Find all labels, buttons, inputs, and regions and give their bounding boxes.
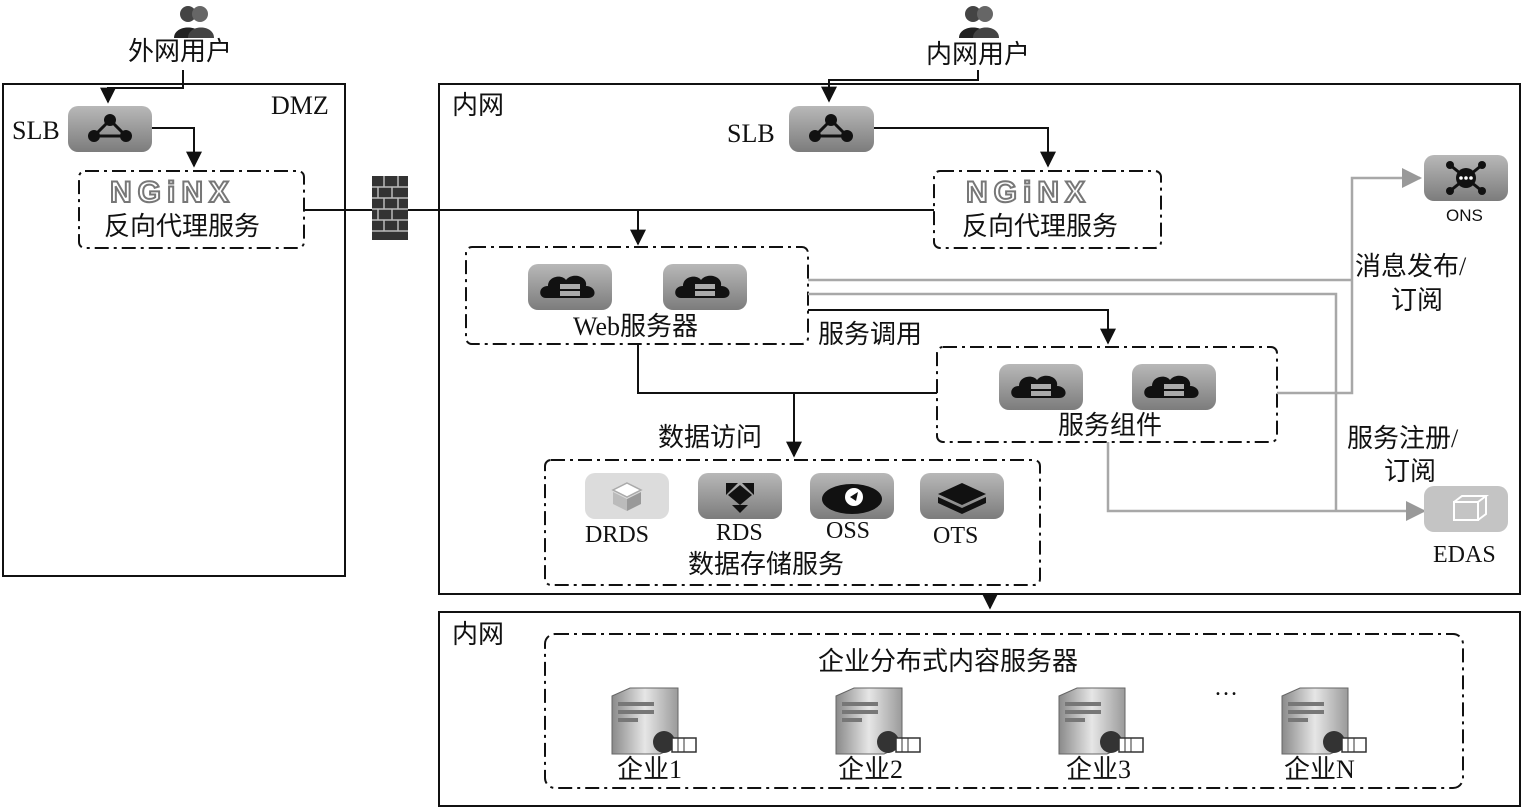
dmz-slb-label: SLB	[12, 116, 60, 145]
drds-label: DRDS	[585, 522, 650, 548]
ellipsis-label: …	[1214, 675, 1238, 701]
oss-label: OSS	[826, 518, 871, 544]
enterprise-group-title: 企业分布式内容服务器	[818, 647, 1079, 676]
int-slb-to-nginx-line	[874, 127, 1056, 168]
web-to-edas-line	[808, 292, 1338, 511]
dmz-slb-icon	[68, 106, 152, 152]
components-to-edas-line	[1106, 442, 1426, 521]
intranet-proxy-label: 反向代理服务	[962, 212, 1119, 241]
dmz-proxy-label: 反向代理服务	[104, 212, 261, 241]
external-user-icon	[174, 6, 214, 38]
edas-icon	[1424, 486, 1508, 532]
edas-label: EDAS	[1433, 542, 1496, 568]
enterprise-3-label: 企业3	[1066, 755, 1132, 784]
service-component-icon-2	[1132, 364, 1216, 410]
service-component-icon-1	[999, 364, 1083, 410]
data-storage-title: 数据存储服务	[688, 550, 845, 579]
enterprise-n-label: 企业N	[1284, 755, 1355, 784]
enterprise-server-icon-1	[611, 687, 697, 755]
data-access-label: 数据访问	[658, 423, 763, 452]
ots-icon	[920, 473, 1004, 519]
components-to-ons-line	[1277, 168, 1422, 395]
int-user-to-slb-line	[821, 70, 979, 103]
enterprise-zone-label: 内网	[452, 620, 505, 649]
service-component-label: 服务组件	[1058, 411, 1163, 440]
web-server-icon-1	[528, 264, 612, 310]
service-component-group	[936, 346, 1278, 443]
intranet-slb-icon	[789, 106, 874, 152]
dmz-label: DMZ	[271, 91, 329, 120]
dmz-nginx-logo: NGiNX	[109, 176, 236, 209]
enterprise-server-icon-3	[1058, 687, 1144, 755]
drds-icon	[585, 473, 669, 519]
internal-user-icon	[959, 6, 999, 38]
ots-label: OTS	[933, 523, 979, 549]
oss-icon	[810, 473, 894, 519]
ons-label: ONS	[1446, 206, 1483, 225]
service-call-label: 服务调用	[818, 320, 923, 349]
rds-label: RDS	[716, 520, 763, 546]
intranet-proxy-group	[933, 170, 1162, 249]
enterprise-server-icon-2	[835, 687, 921, 755]
service-registry-line1: 服务注册/	[1347, 424, 1459, 453]
external-user-label: 外网用户	[128, 37, 233, 66]
internal-user-label: 内网用户	[926, 40, 1031, 69]
service-call-line	[808, 309, 1116, 345]
ons-icon	[1424, 155, 1508, 201]
message-pubsub-line1: 消息发布/	[1355, 252, 1467, 281]
enterprise-1-label: 企业1	[617, 755, 683, 784]
dmz-slb-to-nginx-line	[152, 127, 202, 168]
web-server-label: Web服务器	[573, 312, 698, 341]
intranet-label: 内网	[452, 91, 505, 120]
enterprise-server-icon-n	[1281, 687, 1367, 755]
ext-user-to-slb-line	[100, 70, 184, 104]
enterprise-server-group	[544, 633, 1464, 789]
intranet-slb-label: SLB	[727, 119, 775, 148]
intranet-nginx-logo: NGiNX	[965, 176, 1092, 209]
dmz-zone	[2, 83, 346, 577]
data-storage-group	[544, 459, 1041, 586]
service-registry-line2: 订阅	[1384, 457, 1437, 486]
firewall-icon	[372, 176, 408, 240]
web-to-data-line	[637, 344, 937, 394]
enterprise-zone	[438, 611, 1521, 807]
web-server-icon-2	[663, 264, 747, 310]
rds-icon	[698, 473, 782, 519]
enterprise-2-label: 企业2	[838, 755, 904, 784]
intranet-zone	[438, 83, 1521, 595]
message-pubsub-line2: 订阅	[1391, 286, 1444, 315]
